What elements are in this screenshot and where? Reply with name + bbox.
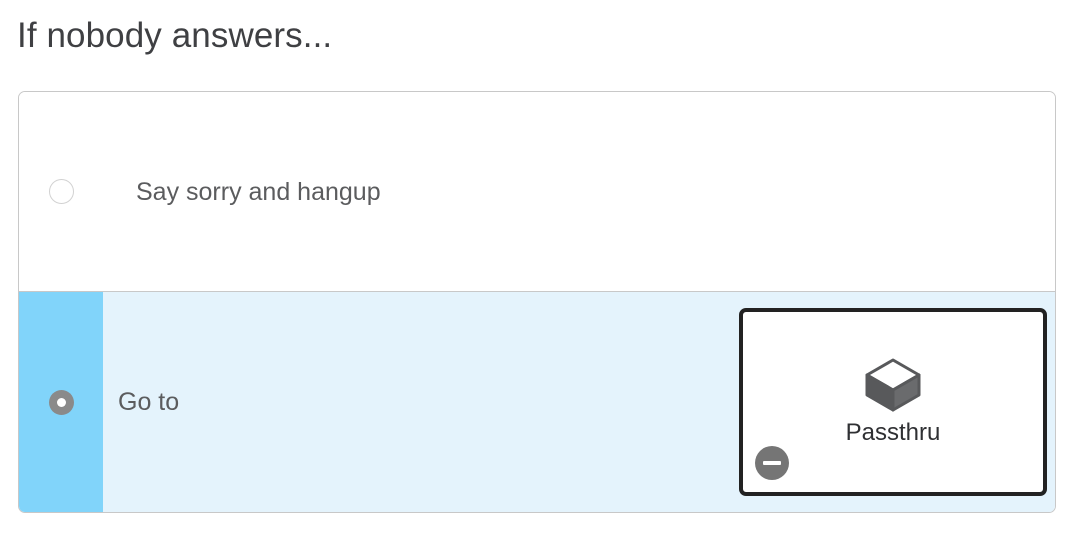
option-row-go-to[interactable]: Go to Passthru	[19, 292, 1055, 512]
option-label-say-sorry-and-hangup: Say sorry and hangup	[136, 177, 381, 206]
target-node-label: Passthru	[845, 419, 941, 446]
radio-unchecked-icon[interactable]	[48, 179, 74, 204]
cube-icon	[865, 358, 921, 412]
minus-bar	[763, 461, 781, 465]
radio-gutter-say-sorry-and-hangup[interactable]	[19, 92, 103, 291]
option-label-go-to: Go to	[118, 388, 180, 416]
radio-checked-icon[interactable]	[48, 389, 74, 415]
minus-circle-icon[interactable]	[755, 446, 789, 480]
option-row-say-sorry-and-hangup[interactable]: Say sorry and hangup	[19, 92, 1055, 292]
page-title: If nobody answers...	[17, 16, 333, 55]
goto-target-slot: Passthru	[739, 308, 1055, 496]
radio-gutter-go-to[interactable]	[19, 292, 103, 512]
options-list: Say sorry and hangup Go to	[18, 91, 1056, 513]
target-node-card[interactable]: Passthru	[739, 308, 1047, 496]
